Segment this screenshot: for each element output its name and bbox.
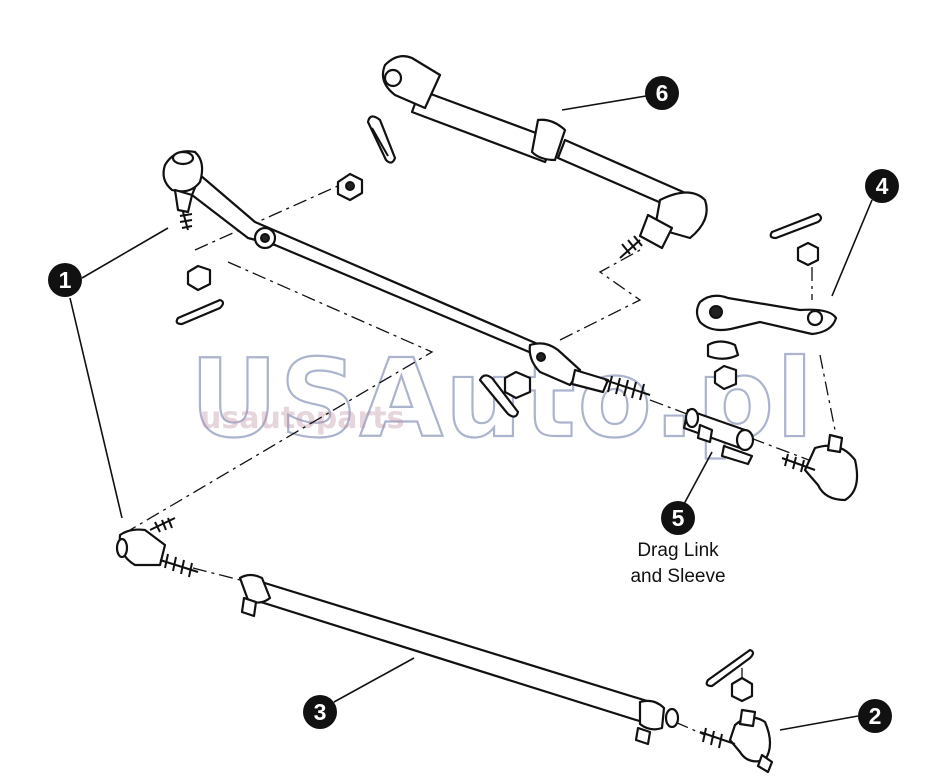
tie-rod-end-right	[699, 708, 774, 774]
drag-link-sleeve	[682, 407, 755, 466]
castle-nut-right	[796, 241, 820, 267]
cotter-pin-top	[366, 115, 397, 164]
cotter-pin-bottom	[705, 648, 755, 688]
watermark-sub-text: usautoparts	[200, 401, 404, 436]
tie-rod-end-right-upper	[781, 433, 859, 502]
idler-arm	[695, 294, 838, 336]
castle-nut-top	[336, 172, 364, 202]
cotter-pin-right	[769, 212, 823, 240]
callout-1: 1	[48, 263, 82, 297]
center-link	[162, 150, 651, 401]
steering-damper	[381, 55, 708, 259]
tie-rod-end-left	[115, 517, 199, 578]
callout-5-label: 5	[672, 505, 685, 531]
tie-rod-tube	[238, 573, 680, 746]
alignment-lines	[129, 184, 836, 736]
cotter-pin-center	[478, 374, 520, 418]
callout-2-label: 2	[869, 703, 882, 729]
callout-4-label: 4	[876, 173, 889, 199]
castle-nut-center	[503, 370, 532, 400]
cotter-pin-left	[175, 298, 225, 326]
drag-link-caption-line1: Drag Link	[637, 540, 719, 561]
callout-2: 2	[858, 699, 892, 733]
callout-4: 4	[865, 169, 899, 203]
castle-nut-bottom	[730, 676, 754, 703]
callout-3-label: 3	[314, 699, 327, 725]
callout-5: 5	[661, 501, 695, 535]
callout-1-label: 1	[59, 267, 72, 293]
idler-bushing	[706, 340, 740, 391]
callout-6-label: 6	[656, 80, 669, 106]
drag-link-caption-line2: and Sleeve	[630, 566, 725, 587]
callout-6: 6	[645, 76, 679, 110]
castle-nut-left	[186, 264, 212, 292]
leader-lines	[69, 95, 873, 731]
drag-link-caption: Drag Link and Sleeve	[630, 540, 725, 587]
callout-3: 3	[303, 695, 337, 729]
